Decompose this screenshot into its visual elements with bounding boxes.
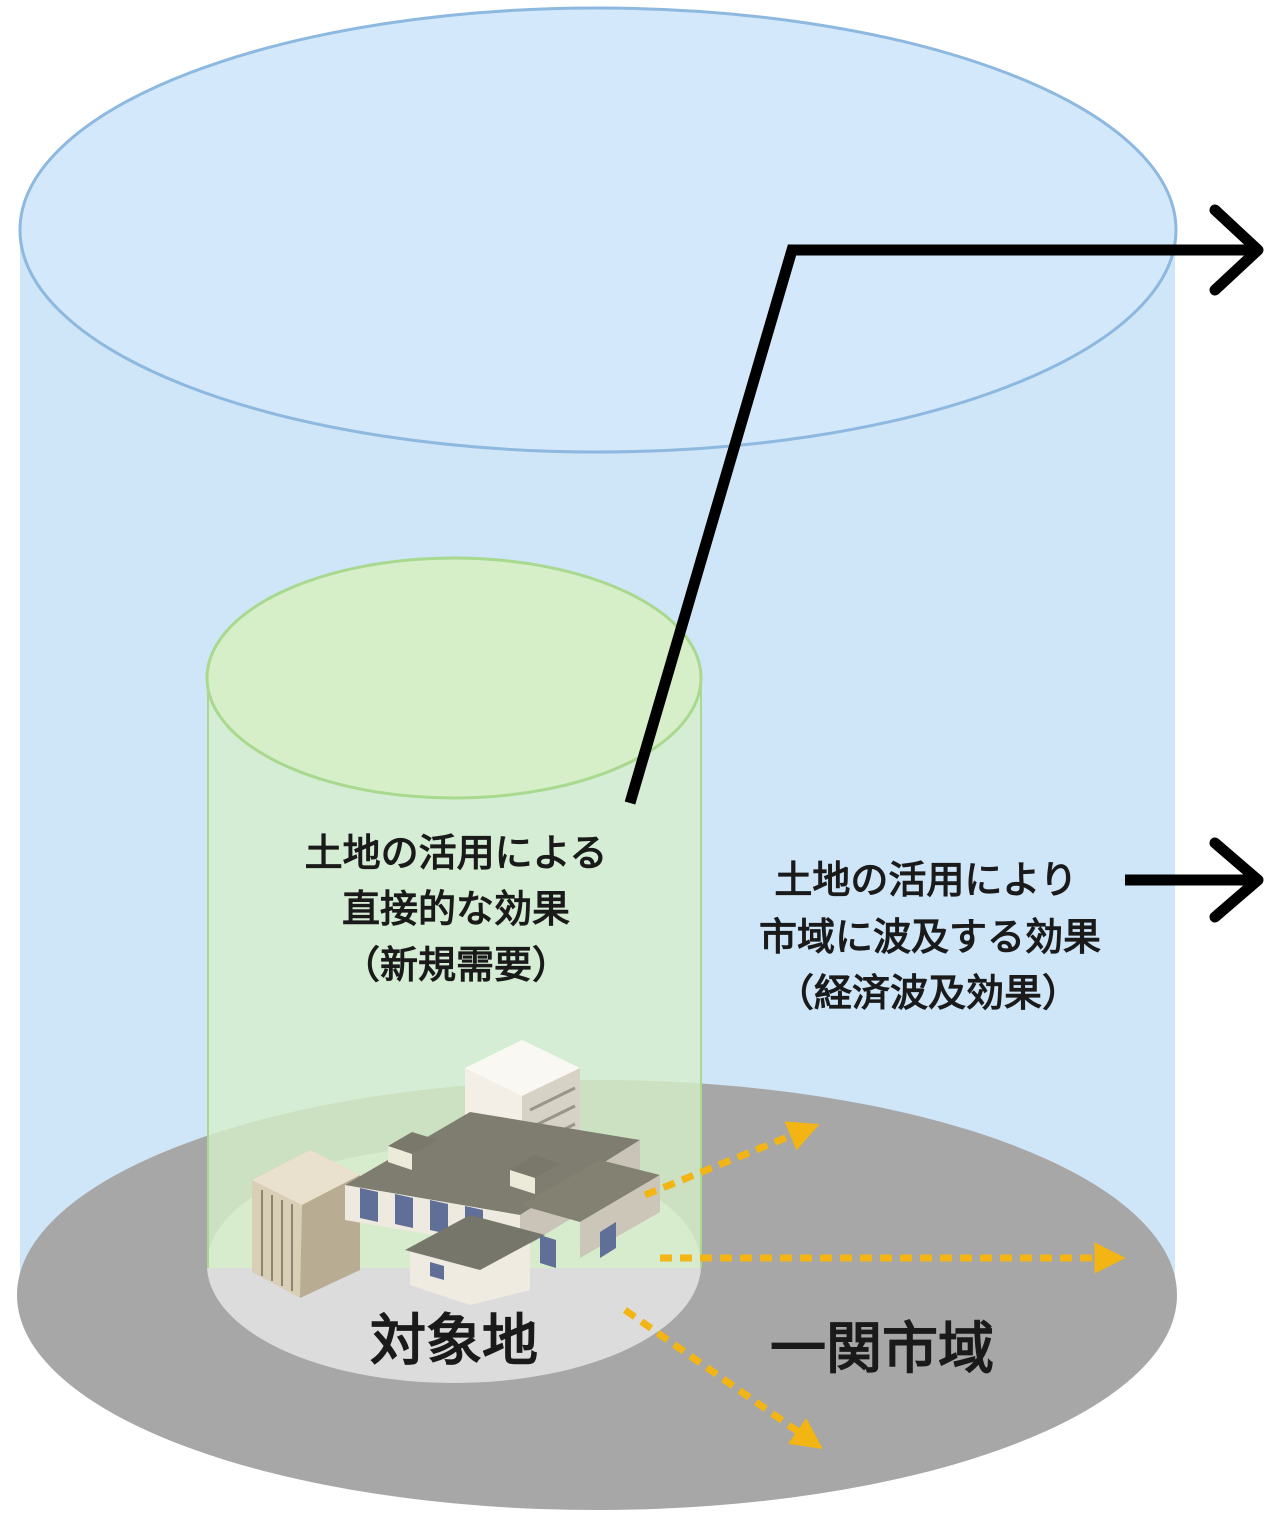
buildings-cluster-icon (252, 1040, 660, 1305)
inner-cylinder-top (205, 556, 703, 800)
ripple-effect-line-2: 市域に波及する効果 (759, 915, 1101, 959)
ripple-effect-line-1: 土地の活用により (774, 858, 1077, 902)
dotted-arrow-icon (622, 1121, 1126, 1450)
direct-effect-arrowhead (1209, 204, 1264, 296)
city-label: 一関市域 (770, 1317, 994, 1382)
dotted-arrow-upper (643, 1121, 820, 1199)
outer-cylinder-top (18, 6, 1178, 454)
ripple-effect-arrowhead (1209, 837, 1264, 923)
direct-effect-line-1: 土地の活用による (305, 831, 608, 875)
leader-arrow-icon (624, 204, 1264, 805)
direct-effect-leader-line (624, 244, 1255, 805)
direct-effect-label: 土地の活用による 直接的な効果 （新規需要） (305, 831, 608, 987)
ripple-effect-label: 土地の活用により 市域に波及する効果 （経済波及効果） (759, 858, 1101, 1015)
dotted-arrow-lower (622, 1307, 823, 1450)
site-label: 対象地 (370, 1309, 538, 1374)
ripple-effect-arrow (1125, 837, 1264, 923)
direct-effect-line-2: 直接的な効果 (342, 887, 570, 931)
ripple-effect-line-3: （経済波及効果） (776, 971, 1080, 1015)
direct-effect-line-3: （新規需要） (342, 943, 570, 987)
